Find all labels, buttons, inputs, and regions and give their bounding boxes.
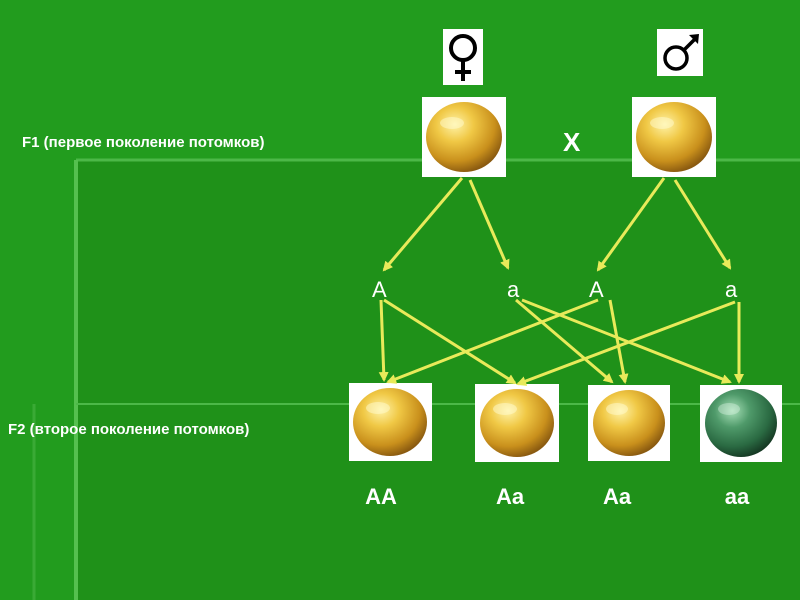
arrow-a1-to-aa bbox=[521, 298, 732, 384]
arrow-female-to-A bbox=[382, 177, 464, 272]
offspring-pea-aa bbox=[700, 385, 782, 462]
f1-label: F1 (первое поколение потомков) bbox=[22, 134, 265, 151]
genotype-label-1: AA bbox=[365, 484, 397, 509]
genotype-label-4: aa bbox=[724, 484, 750, 509]
parent-female-pea bbox=[422, 97, 506, 177]
arrow-A2-to-AA bbox=[386, 298, 599, 384]
genotype-label-2: Aa bbox=[495, 484, 525, 509]
cross-sign: X bbox=[563, 127, 581, 157]
arrow-male-to-a bbox=[673, 179, 732, 270]
arrow-a2-to-Aa1 bbox=[516, 300, 736, 386]
offspring-pea-Aa-2 bbox=[588, 385, 670, 461]
male-symbol-card bbox=[657, 29, 703, 76]
gamete-male-a: a bbox=[725, 277, 738, 302]
arrow-A1-to-AA bbox=[378, 299, 389, 382]
gamete-male-A: A bbox=[589, 277, 604, 302]
offspring-pea-Aa-1 bbox=[475, 384, 559, 462]
arrow-A2-to-Aa2 bbox=[608, 299, 629, 384]
female-symbol-card bbox=[443, 29, 483, 85]
arrow-A1-to-Aa1 bbox=[383, 298, 517, 385]
gamete-female-a: a bbox=[507, 277, 520, 302]
male-symbol-icon bbox=[663, 34, 699, 71]
genotype-label-3: Aa bbox=[602, 484, 632, 509]
arrow-male-to-A bbox=[596, 177, 666, 272]
arrow-female-to-a bbox=[468, 179, 510, 270]
offspring-pea-AA bbox=[349, 383, 432, 461]
gamete-female-A: A bbox=[372, 277, 387, 302]
f2-label: F2 (второе поколение потомков) bbox=[8, 421, 250, 438]
arrow-a1-to-Aa2 bbox=[515, 298, 614, 384]
parent-male-pea bbox=[632, 97, 716, 177]
female-symbol-icon bbox=[449, 34, 477, 81]
